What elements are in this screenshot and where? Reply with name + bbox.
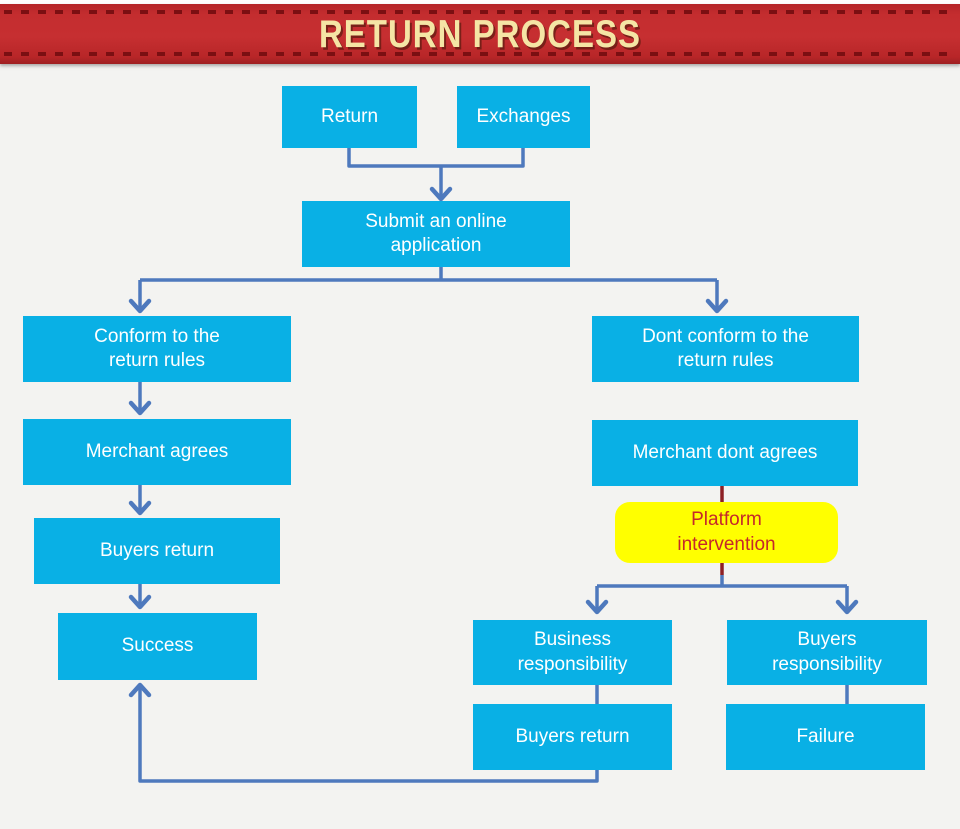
title-banner: RETURN PROCESS: [0, 4, 960, 64]
node-failure: Failure: [726, 704, 925, 770]
node-submit-application: Submit an online application: [302, 201, 570, 267]
arrowhead-into-dontconform: [705, 298, 729, 314]
arrowhead-into-merchantagrees: [128, 400, 152, 416]
node-conform-rules: Conform to the return rules: [23, 316, 291, 382]
banner-stitch-top: [4, 10, 956, 14]
node-return: Return: [282, 86, 417, 148]
edge-submit-split: [138, 267, 719, 308]
arrowhead-into-businessresp: [585, 599, 609, 615]
node-merchant-dont-agrees: Merchant dont agrees: [592, 420, 858, 486]
arrowhead-into-buyersresp: [835, 599, 859, 615]
arrowhead-into-conform: [128, 298, 152, 314]
edge-platform-split: [595, 575, 849, 609]
node-success: Success: [58, 613, 257, 680]
node-buyers-responsibility: Buyers responsibility: [727, 620, 927, 685]
node-buyers-return: Buyers return: [34, 518, 280, 584]
arrowhead-into-buyersreturn: [128, 500, 152, 516]
node-buyers-return-2: Buyers return: [473, 704, 672, 770]
edge-loopback-to-success: [138, 687, 599, 783]
arrowhead-into-success-top: [128, 594, 152, 610]
arrowhead-into-submit: [429, 186, 453, 202]
node-dont-conform-rules: Dont conform to the return rules: [592, 316, 859, 382]
edge-return-exchanges-join: [347, 148, 525, 197]
banner-stitch-bottom: [4, 52, 956, 56]
node-business-responsibility: Business responsibility: [473, 620, 672, 685]
page-title: RETURN PROCESS: [318, 11, 642, 56]
arrowhead-into-success-bottom: [128, 682, 152, 698]
node-merchant-agrees: Merchant agrees: [23, 419, 291, 485]
top-margin-strip: [0, 0, 960, 4]
node-platform-intervention: Platform intervention: [615, 502, 838, 563]
node-exchanges: Exchanges: [457, 86, 590, 148]
